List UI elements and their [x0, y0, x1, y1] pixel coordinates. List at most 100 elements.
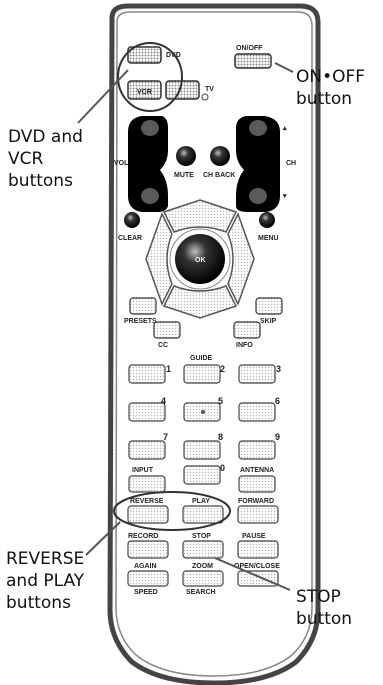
ok-label: OK — [195, 257, 206, 264]
on-off-callout: ON•OFF button — [296, 67, 366, 109]
tv-button[interactable] — [165, 80, 200, 100]
indicator-light — [201, 93, 209, 101]
volume-rocker-group: VOL — [114, 116, 168, 212]
zoom-label: ZOOM — [192, 563, 213, 570]
digit-7-label: 7 — [163, 432, 168, 442]
number-pad: 1 2 3 4 5 6 7 8 9 INPUT 0 ANTENNA — [128, 364, 281, 493]
play-button[interactable] — [182, 505, 224, 524]
digit-1-label: 1 — [166, 364, 171, 374]
key-6[interactable] — [238, 402, 276, 422]
dpad-down[interactable] — [162, 285, 238, 319]
open-close-label: OPEN/CLOSE — [234, 563, 280, 570]
dpad-up[interactable] — [162, 199, 238, 233]
digit-4-label: 4 — [161, 396, 166, 406]
digit-9-label: 9 — [275, 432, 280, 442]
speed-label: SPEED — [134, 589, 158, 596]
zoom-button[interactable] — [182, 570, 224, 587]
presets-button[interactable] — [129, 297, 157, 315]
reverse-play-leader — [85, 521, 121, 556]
dvd-vcr-callout: DVD and VCR buttons — [8, 127, 83, 191]
input-button[interactable] — [128, 475, 166, 493]
clear-button[interactable] — [124, 212, 140, 228]
key-0[interactable] — [183, 465, 221, 485]
guide-label: GUIDE — [190, 355, 213, 362]
skip-button[interactable] — [255, 297, 283, 315]
stop-button[interactable] — [182, 540, 224, 559]
digit-3-label: 3 — [276, 364, 281, 374]
record-label: RECORD — [128, 533, 158, 540]
key-4[interactable] — [128, 402, 166, 422]
key-5-tactile-dot — [201, 410, 205, 414]
mute-button[interactable] — [176, 146, 196, 166]
dpad-right[interactable] — [227, 212, 255, 306]
reverse-label: REVERSE — [130, 498, 164, 505]
play-label: PLAY — [192, 498, 210, 505]
menu-button[interactable] — [259, 212, 275, 228]
source-buttons: DVD VCR TV — [117, 42, 214, 112]
again-button[interactable] — [127, 570, 169, 587]
digit-2-label: 2 — [220, 364, 225, 374]
stop-callout: STOP button — [296, 587, 353, 629]
presets-label: PRESETS — [124, 318, 157, 325]
on-off-label: ON/OFF — [236, 45, 263, 52]
pause-label: PAUSE — [242, 533, 266, 540]
clear-label: CLEAR — [118, 235, 142, 242]
stop-label: STOP — [192, 533, 211, 540]
dvd-label: DVD — [166, 52, 181, 59]
cc-label: CC — [158, 342, 168, 349]
search-label: SEARCH — [186, 589, 216, 596]
stop-leader — [214, 557, 291, 591]
ch-label: CH — [286, 160, 296, 167]
reverse-button[interactable] — [127, 505, 169, 524]
clear-menu-group: CLEAR MENU — [118, 212, 279, 242]
info-label: INFO — [236, 342, 253, 349]
on-off-button[interactable] — [234, 53, 272, 69]
ch-back-label: CH BACK — [203, 172, 235, 179]
menu-label: MENU — [258, 235, 279, 242]
vcr-button[interactable] — [127, 80, 162, 100]
key-9[interactable] — [238, 440, 276, 460]
transport-controls: REVERSE PLAY FORWARD RECORD STOP PAUSE A… — [113, 491, 280, 596]
dvd-button[interactable] — [127, 46, 162, 64]
digit-0-label: 0 — [220, 463, 225, 473]
channel-up-mark: ▴ — [282, 125, 287, 132]
power-group: ON/OFF — [201, 45, 272, 101]
antenna-button[interactable] — [238, 475, 276, 493]
input-label: INPUT — [132, 467, 154, 474]
dpad-left[interactable] — [145, 212, 173, 306]
on-off-leader — [274, 62, 294, 73]
channel-rocker[interactable] — [236, 116, 280, 212]
digit-5-label: 5 — [218, 396, 223, 406]
dvd-vcr-leader — [77, 69, 129, 124]
key-3[interactable] — [238, 364, 276, 384]
info-button[interactable] — [233, 321, 261, 339]
key-8[interactable] — [183, 440, 221, 460]
mute-chback-group: MUTE CH BACK — [174, 146, 235, 179]
forward-button[interactable] — [237, 505, 279, 524]
reverse-play-callout: REVERSE and PLAY buttons — [6, 549, 85, 613]
again-label: AGAIN — [134, 563, 157, 570]
pause-button[interactable] — [237, 540, 279, 559]
antenna-label: ANTENNA — [240, 467, 274, 474]
ok-button[interactable] — [175, 234, 225, 284]
forward-label: FORWARD — [238, 498, 274, 505]
ch-back-button[interactable] — [210, 146, 230, 166]
reverse-play-highlight-ring — [113, 491, 231, 531]
key-7[interactable] — [128, 440, 166, 460]
digit-8-label: 8 — [218, 432, 223, 442]
mute-label: MUTE — [174, 172, 194, 179]
channel-rocker-group: CH ▴ ▾ — [236, 116, 296, 212]
key-1[interactable] — [128, 364, 166, 384]
open-close-button[interactable] — [237, 570, 279, 587]
skip-label: SKIP — [260, 318, 277, 325]
channel-down-mark: ▾ — [282, 193, 287, 200]
vcr-label: VCR — [137, 89, 152, 96]
leader-lines — [77, 62, 294, 591]
key-2[interactable] — [183, 364, 221, 384]
dvd-vcr-highlight-ring — [117, 42, 183, 112]
record-button[interactable] — [127, 540, 169, 559]
volume-rocker[interactable] — [128, 116, 168, 212]
digit-6-label: 6 — [275, 396, 280, 406]
cc-button[interactable] — [153, 321, 181, 339]
